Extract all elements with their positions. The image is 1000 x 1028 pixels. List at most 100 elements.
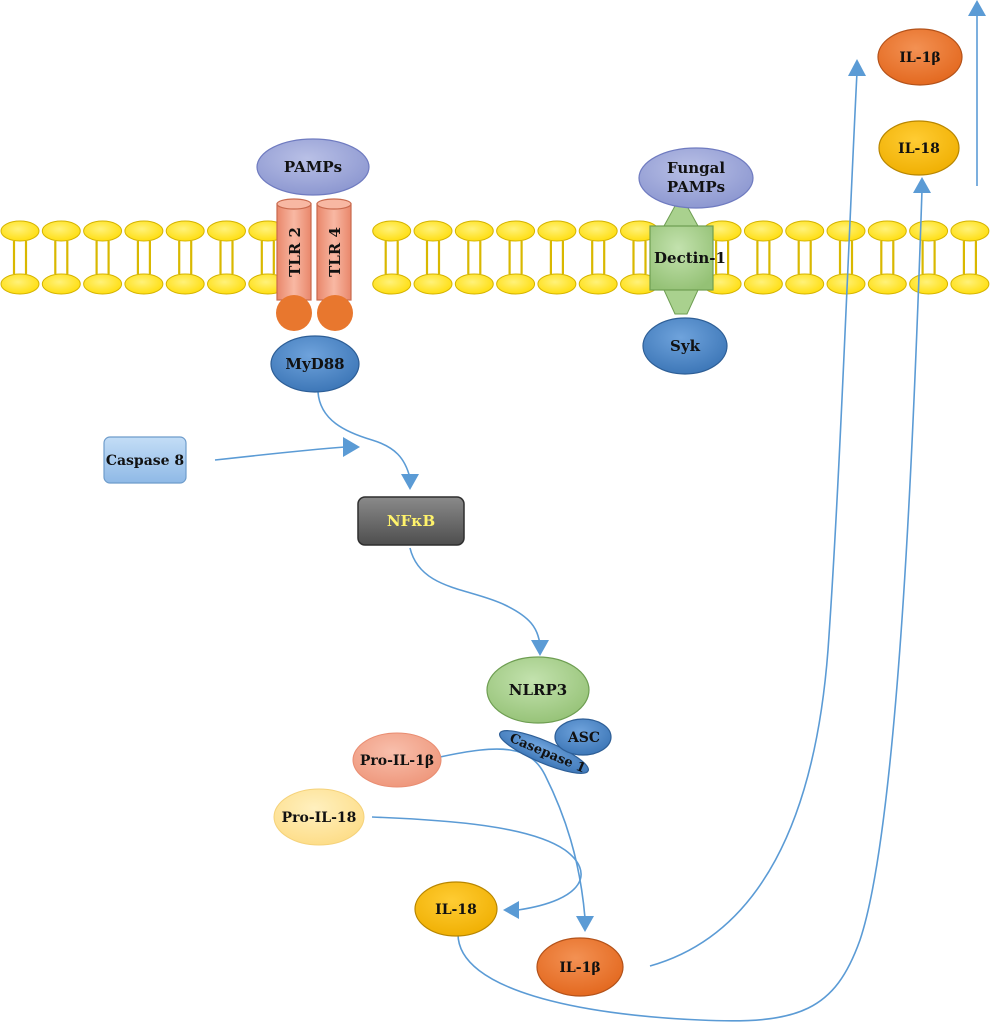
lipid-head: [909, 220, 949, 242]
myd88-shape: [270, 335, 360, 393]
lipid-head: [41, 220, 81, 242]
lipid-head: [413, 220, 453, 242]
dectin1-bottom-stalk: [663, 289, 699, 315]
lipid-head: [950, 220, 990, 242]
tlr2-receptor: [276, 203, 312, 301]
nfkb-label: NFκB: [387, 512, 435, 530]
il1b-product-node: IL-1β: [536, 937, 624, 997]
lipid-head: [83, 273, 123, 295]
tlr-complex: TLR 2 TLR 4: [276, 198, 353, 331]
il1b-secreted-node: IL-1β: [877, 28, 963, 86]
tlr2-label: TLR 2: [286, 227, 304, 277]
pro-il1b-node: Pro-IL-1β: [352, 732, 442, 788]
arrow-il1b-secretion: [649, 71, 858, 967]
tlr4-cap: [316, 198, 352, 210]
lipid-head: [124, 220, 164, 242]
lipid-head: [372, 220, 412, 242]
il18-secreted-shape: [878, 120, 960, 176]
arrowhead-il18-out: [913, 177, 931, 193]
tlr4-label: TLR 4: [326, 227, 344, 277]
lipid-head: [413, 273, 453, 295]
lipid-head: [537, 273, 577, 295]
pro-il1b-shape: [352, 732, 442, 788]
il18-product-shape: [414, 881, 498, 937]
lipid-head: [124, 273, 164, 295]
syk-shape: [642, 317, 728, 375]
il1b-product-shape: [536, 937, 624, 997]
syk-label: Syk: [670, 337, 701, 355]
il18-product-label: IL-18: [435, 902, 477, 918]
cell-membrane: [0, 220, 990, 295]
nlrp3-label: NLRP3: [509, 681, 567, 699]
fungal-pamps-label-line1: Fungal: [667, 159, 725, 177]
fungal-pamps-node: Fungal PAMPs: [638, 147, 754, 209]
nlrp3-shape: [486, 656, 590, 724]
pamps-label: PAMPs: [284, 158, 342, 176]
pro-il18-node: Pro-IL-18: [273, 788, 365, 846]
pamps-node: PAMPs: [256, 138, 370, 196]
tlr2-tir-domain: [276, 295, 312, 331]
myd88-label: MyD88: [285, 355, 344, 373]
pro-il18-label: Pro-IL-18: [282, 810, 357, 826]
lipid-tails: [12, 241, 978, 274]
caspase8-node: Caspase 8: [103, 436, 187, 484]
lipid-head: [785, 220, 825, 242]
lipid-head: [496, 273, 536, 295]
lipid-head: [826, 273, 866, 295]
arrowhead-il1b-release: [968, 0, 986, 16]
il18-product-node: IL-18: [414, 881, 498, 937]
lipid-head: [165, 220, 205, 242]
il1b-secreted-shape: [877, 28, 963, 86]
lipid-head: [950, 273, 990, 295]
caspase8-label: Caspase 8: [106, 453, 184, 469]
arrow-pro-il18-to-il18: [371, 816, 582, 911]
lipid-head: [785, 273, 825, 295]
arrowhead-to-nlrp3: [531, 640, 549, 656]
pro-il18-shape: [273, 788, 365, 846]
lipid-head: [578, 273, 618, 295]
nfkb-shape: [357, 496, 465, 546]
lipid-head: [372, 273, 412, 295]
lipid-head: [207, 273, 246, 295]
dectin1-receptor: Dectin-1: [649, 205, 726, 315]
lipid-head: [454, 273, 494, 295]
dectin1-label: Dectin-1: [654, 249, 726, 267]
lipid-head: [743, 273, 783, 295]
myd88-node: MyD88: [270, 335, 360, 393]
lipid-head: [41, 273, 81, 295]
lipid-heads-inner: [0, 273, 990, 295]
arrowhead-to-il18: [503, 901, 519, 919]
lipid-head: [0, 220, 40, 242]
arrowhead-caspase8: [343, 437, 360, 457]
nfkb-node: NFκB: [357, 496, 465, 546]
pathway-arrows: [214, 12, 978, 1022]
arrow-il18-secretion: [457, 189, 923, 1022]
lipid-head: [909, 273, 949, 295]
lipid-head: [578, 220, 618, 242]
lipid-head: [743, 220, 783, 242]
arrowheads: [343, 0, 986, 932]
lipid-head: [83, 220, 123, 242]
arrowhead-to-nfkb: [401, 474, 419, 490]
lipid-head: [826, 220, 866, 242]
lipid-head: [454, 220, 494, 242]
dectin1-top-stalk: [663, 205, 699, 227]
fungal-pamps-shape: [638, 147, 754, 209]
fungal-pamps-label-line2: PAMPs: [667, 178, 725, 196]
nlrp3-inflammasome: NLRP3 Casepase 1 ASC: [486, 656, 612, 777]
lipid-head: [496, 220, 536, 242]
tlr4-tir-domain: [317, 295, 353, 331]
arrow-caspase8-to-myd88-path: [214, 446, 346, 461]
arrowhead-to-il1b: [576, 916, 594, 932]
pro-il1b-label: Pro-IL-1β: [360, 753, 434, 769]
arrowhead-il1b-out: [848, 59, 866, 76]
lipid-head: [867, 220, 907, 242]
lipid-head: [207, 220, 246, 242]
caspase8-shape: [103, 436, 187, 484]
lipid-head: [165, 273, 205, 295]
il18-secreted-node: IL-18: [878, 120, 960, 176]
il1b-secreted-label: IL-1β: [899, 50, 940, 66]
syk-node: Syk: [642, 317, 728, 375]
lipid-heads-outer: [0, 220, 990, 242]
